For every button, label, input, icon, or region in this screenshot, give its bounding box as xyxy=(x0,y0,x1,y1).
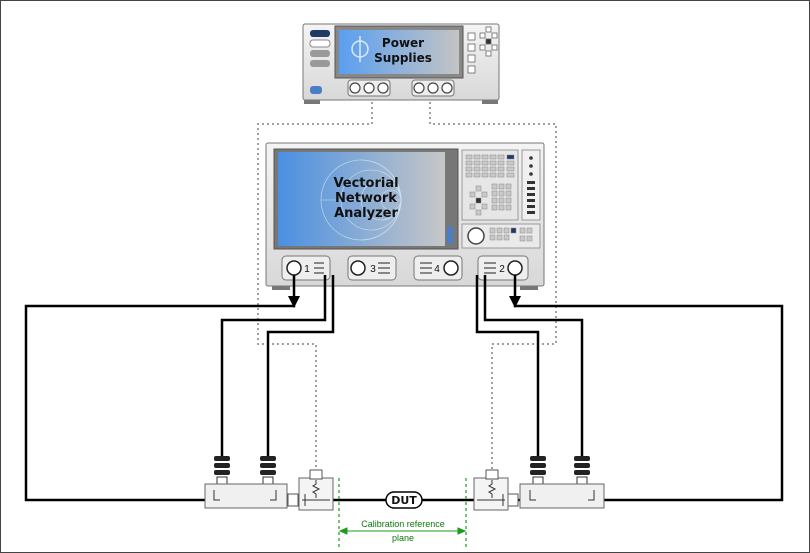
port-2-label: 2 xyxy=(499,264,505,275)
ps-output-terminals[interactable] xyxy=(349,82,453,94)
left-bias-tee xyxy=(298,469,334,511)
left-directional-coupler xyxy=(204,456,299,509)
arrow-heads xyxy=(288,296,521,308)
ps-nav-keypad xyxy=(479,26,498,57)
port-3-connector[interactable] xyxy=(350,260,366,276)
right-bias-tee xyxy=(473,469,509,511)
vna-softkeys[interactable] xyxy=(527,156,535,214)
port-1-label: 1 xyxy=(304,264,310,275)
dut-box xyxy=(385,491,423,509)
vna-label-line3: Analyzer xyxy=(334,206,398,221)
port-1-connector[interactable] xyxy=(286,260,302,276)
power-cables xyxy=(257,102,557,478)
port-4-connector[interactable] xyxy=(443,260,459,276)
calibration-arrow xyxy=(338,527,467,535)
vna-keypad[interactable] xyxy=(465,154,515,216)
rf-cables xyxy=(24,275,784,502)
smith-chart-icon xyxy=(320,159,402,241)
power-label-line2: Supplies xyxy=(374,51,432,65)
right-directional-coupler xyxy=(507,456,605,509)
power-icon xyxy=(351,36,369,62)
vna-label-line2: Network xyxy=(335,191,397,206)
power-label-line1: Power xyxy=(382,36,424,50)
calibration-label-line2: plane xyxy=(392,533,414,543)
port-2-connector[interactable] xyxy=(507,260,523,276)
vna-rotary-knob[interactable] xyxy=(467,227,485,245)
power-supply-unit xyxy=(302,23,500,104)
calibration-label-line1: Calibration reference xyxy=(361,519,445,529)
dut-label: DUT xyxy=(391,494,417,507)
vna-unit xyxy=(265,142,545,290)
vna-label-line1: Vectorial xyxy=(333,176,398,191)
port-4-label: 4 xyxy=(434,264,440,275)
port-3-label: 3 xyxy=(370,264,376,275)
